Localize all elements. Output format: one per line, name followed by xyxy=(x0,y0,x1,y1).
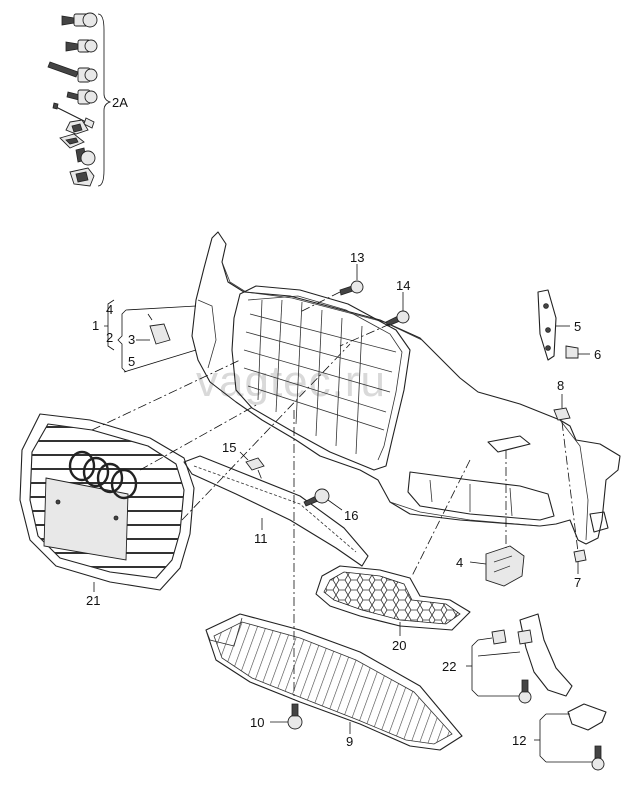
label-5-right: 5 xyxy=(574,319,581,334)
label-14: 14 xyxy=(396,278,410,293)
bracket-bottom-right xyxy=(567,703,607,771)
label-4-top: 4 xyxy=(106,302,113,317)
bumper-cover xyxy=(191,231,621,545)
bolt-icon xyxy=(65,39,98,53)
label-8: 8 xyxy=(557,378,564,393)
screw-icon xyxy=(287,703,303,730)
label-2: 2 xyxy=(106,330,113,345)
screw-icon xyxy=(47,61,98,83)
label-21: 21 xyxy=(86,593,100,608)
label-22: 22 xyxy=(442,659,456,674)
bracket-lower-right xyxy=(491,613,573,704)
clip-icon xyxy=(65,119,89,135)
label-10: 10 xyxy=(250,715,264,730)
leader-lines xyxy=(93,264,592,763)
nut-icon xyxy=(59,133,85,149)
rivet-icon xyxy=(52,102,95,129)
callout-labels: 1 2 3 4 5 13 14 5 6 8 15 16 11 21 4 7 20… xyxy=(86,250,601,749)
label-1: 1 xyxy=(92,318,99,333)
assembly-lines xyxy=(91,291,579,700)
screw-icon xyxy=(518,679,532,704)
label-13: 13 xyxy=(350,250,364,265)
label-3: 3 xyxy=(128,332,135,347)
bolt-icon xyxy=(61,12,98,28)
clip-icon xyxy=(573,549,587,563)
rivet-icon xyxy=(75,147,96,166)
fog-lamp-grille xyxy=(315,565,471,631)
clip-icon xyxy=(553,407,571,421)
watermark: vagtec.ru xyxy=(196,357,386,406)
label-15: 15 xyxy=(222,440,236,455)
bracket-right-upper xyxy=(537,289,579,361)
screw-icon xyxy=(591,745,605,771)
tow-eye-cover xyxy=(485,545,525,587)
label-6: 6 xyxy=(594,347,601,362)
label-12: 12 xyxy=(512,733,526,748)
clip-icon xyxy=(245,457,265,471)
label-2a: 2A xyxy=(112,95,128,110)
label-9: 9 xyxy=(346,734,353,749)
screw-icon xyxy=(303,488,330,507)
label-4-bottom: 4 xyxy=(456,555,463,570)
label-11: 11 xyxy=(254,531,268,546)
screw-icon xyxy=(66,89,98,105)
label-7: 7 xyxy=(574,575,581,590)
radiator-grille xyxy=(19,413,195,591)
clip-icon xyxy=(69,167,95,187)
label-16: 16 xyxy=(344,508,358,523)
audi-rings-emblem xyxy=(68,450,138,500)
fastener-set-2a xyxy=(47,12,112,187)
underbody-guard xyxy=(205,613,463,751)
label-20: 20 xyxy=(392,638,406,653)
label-5-left: 5 xyxy=(128,354,135,369)
screw-icon xyxy=(385,310,410,327)
spoiler-strip xyxy=(183,455,369,567)
screw-icon xyxy=(339,280,364,296)
